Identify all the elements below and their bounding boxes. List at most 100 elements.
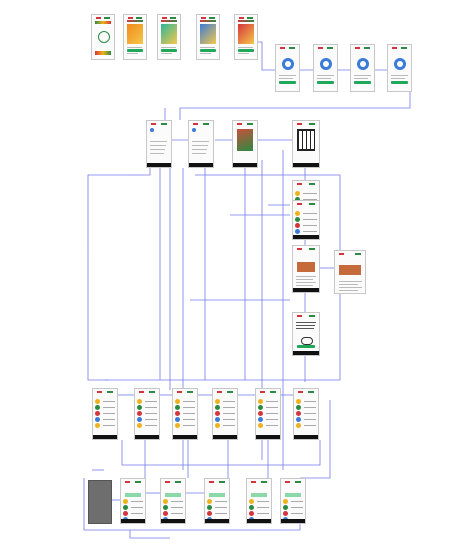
table-header xyxy=(285,493,301,497)
connector-line xyxy=(83,478,301,531)
row-icon xyxy=(123,523,128,524)
row-icon xyxy=(257,405,263,410)
list-row xyxy=(282,499,304,504)
screen-header xyxy=(148,122,170,126)
screen-frame xyxy=(255,388,281,440)
row-text xyxy=(303,213,317,214)
row-icon xyxy=(214,417,220,422)
list-row xyxy=(248,505,270,510)
list-row xyxy=(163,523,183,524)
text-line xyxy=(316,78,332,79)
row-icon xyxy=(295,197,301,202)
row-text xyxy=(265,407,279,408)
list-row xyxy=(136,423,158,428)
text-line xyxy=(191,141,210,142)
screen-frame xyxy=(134,388,160,440)
text-line xyxy=(353,78,369,79)
text-line xyxy=(237,53,250,54)
brand-mark-icon xyxy=(139,391,144,393)
bottom-nav xyxy=(294,435,318,439)
bottom-nav xyxy=(121,519,145,523)
row-text xyxy=(265,413,279,414)
screen-frame xyxy=(334,250,366,294)
bottom-nav xyxy=(233,163,257,167)
list-row xyxy=(174,417,196,422)
list-row xyxy=(249,523,269,524)
screen-header xyxy=(282,480,304,484)
logo-mark-icon xyxy=(136,17,142,19)
text-line xyxy=(390,78,406,79)
splash-stripe xyxy=(95,51,111,55)
row-icon xyxy=(122,505,128,510)
list-row xyxy=(214,411,236,416)
screen-frame xyxy=(387,44,412,92)
logo-mark-icon xyxy=(308,391,314,393)
screen-frame xyxy=(120,478,146,524)
row-icon xyxy=(257,423,263,428)
logo-mark-icon xyxy=(219,481,225,483)
row-icon xyxy=(94,399,100,404)
list-row xyxy=(136,411,158,416)
row-text xyxy=(130,501,144,502)
screen-header xyxy=(389,46,410,50)
screen-header xyxy=(295,390,317,394)
brand-mark-icon xyxy=(280,47,285,49)
screen-frame xyxy=(172,388,198,440)
connector-line xyxy=(87,168,151,381)
row-text xyxy=(290,513,304,514)
screen-header xyxy=(294,202,318,206)
row-text xyxy=(144,413,158,414)
connector-line xyxy=(300,400,331,479)
bottom-nav xyxy=(93,435,117,439)
row-text xyxy=(303,425,317,426)
logo-mark-icon xyxy=(309,183,315,185)
list-row xyxy=(214,417,236,422)
list-row xyxy=(162,511,184,516)
brand-mark-icon xyxy=(297,315,302,317)
logo-mark-icon xyxy=(107,391,113,393)
brand-mark-icon xyxy=(165,481,170,483)
list-row xyxy=(94,423,116,428)
brand-mark-icon xyxy=(297,123,302,125)
logo-mark-icon xyxy=(364,47,370,49)
list-row xyxy=(94,417,116,422)
brand-mark-icon xyxy=(239,17,244,19)
screen-header xyxy=(159,16,179,20)
bottom-nav xyxy=(293,235,319,239)
row-text xyxy=(303,407,317,408)
row-text xyxy=(102,401,116,402)
text-line xyxy=(191,145,209,146)
row-text xyxy=(130,513,144,514)
row-text xyxy=(303,401,317,402)
text-line xyxy=(149,145,167,146)
row-text xyxy=(102,419,116,420)
row-icon xyxy=(295,423,301,428)
row-text xyxy=(303,225,317,226)
row-icon xyxy=(206,499,212,504)
row-text xyxy=(222,419,236,420)
bottom-nav xyxy=(173,435,197,439)
row-icon xyxy=(257,411,263,416)
screen-frame xyxy=(292,120,320,168)
primary-button xyxy=(200,49,216,52)
list-row xyxy=(94,399,116,404)
list-row xyxy=(214,405,236,410)
screen-frame xyxy=(292,312,320,356)
logo-mark-icon xyxy=(187,391,193,393)
row-icon xyxy=(174,399,180,404)
logo-mark-icon xyxy=(261,481,267,483)
screen-frame xyxy=(246,478,272,524)
text-line xyxy=(237,47,253,48)
brand-mark-icon xyxy=(128,17,133,19)
bottom-nav xyxy=(189,163,213,167)
list-row xyxy=(136,417,158,422)
list-row xyxy=(94,411,116,416)
logo-mark-icon xyxy=(175,481,181,483)
row-text xyxy=(222,413,236,414)
avatar-icon xyxy=(192,128,196,132)
list-row xyxy=(206,511,228,516)
row-icon xyxy=(295,217,301,222)
primary-button xyxy=(127,49,143,52)
text-line xyxy=(296,279,313,280)
table-header xyxy=(251,493,267,497)
